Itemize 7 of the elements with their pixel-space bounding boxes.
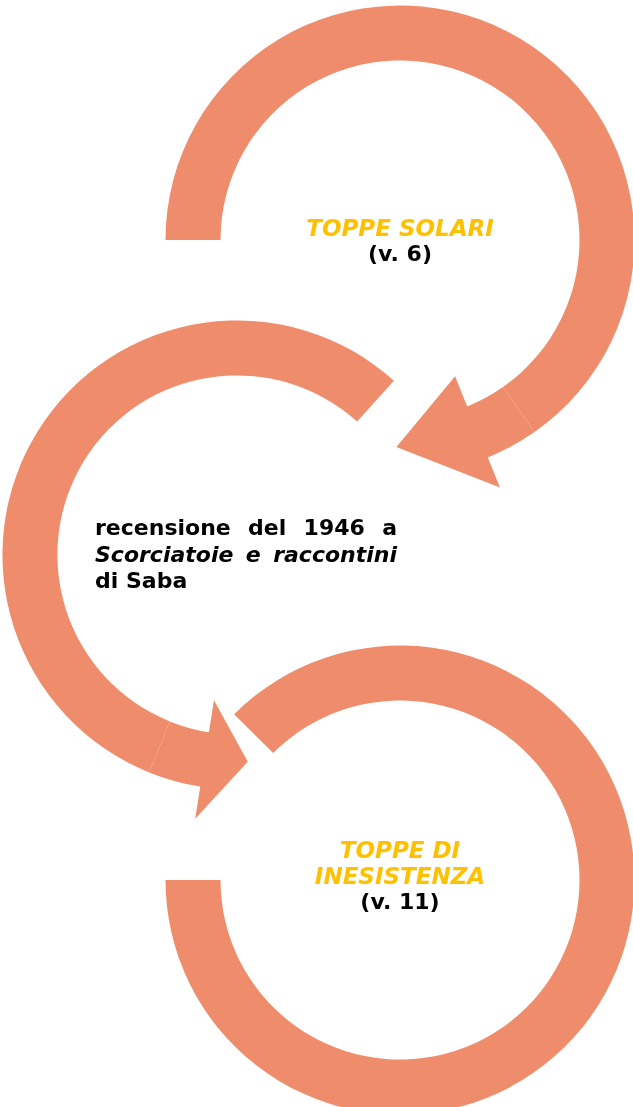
node-title: TOPPE SOLARI xyxy=(306,214,494,241)
curved-arrow xyxy=(149,700,248,819)
node-title: TOPPE DI INESISTENZA xyxy=(313,836,487,889)
verse-reference: (v. 6) xyxy=(368,240,432,266)
node-text: recensione del 1946 a Scorciatoie e raccontini di Saba xyxy=(95,515,397,595)
verse-reference: (v. 11) xyxy=(360,888,440,914)
curved-arrow xyxy=(396,376,535,488)
